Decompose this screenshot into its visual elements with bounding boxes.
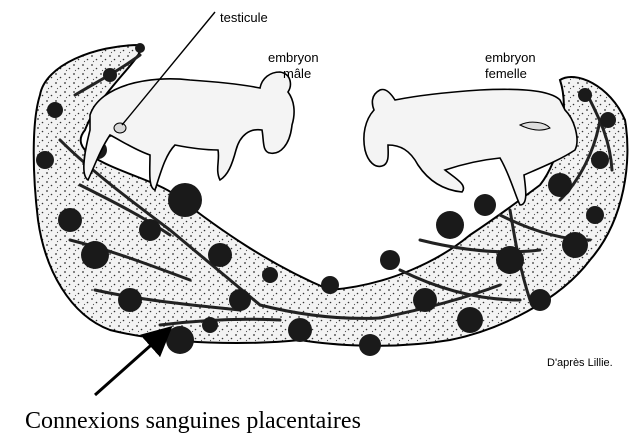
male-embryo-label-line1: embryon <box>268 50 319 65</box>
testicle-shape <box>114 123 126 133</box>
male-embryo-label-line2: mâle <box>283 66 311 81</box>
caption-arrow <box>95 330 168 395</box>
source-credit: D'après Lillie. <box>547 357 613 369</box>
female-embryo-label-line2: femelle <box>485 66 527 81</box>
female-embryo-label-line1: embryon <box>485 50 536 65</box>
figure-caption: Connexions sanguines placentaires <box>25 408 361 434</box>
testicule-label: testicule <box>220 10 268 25</box>
